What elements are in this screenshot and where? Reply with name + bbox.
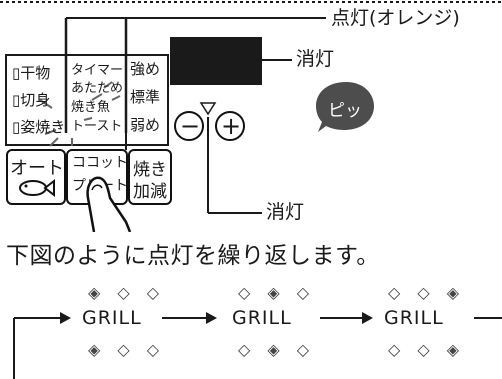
menu-item-dried-fish: ▯干物 (12, 64, 51, 82)
strength-standard: 標準 (130, 88, 161, 106)
cocotte-label-1: ココット (72, 155, 128, 171)
display-window (170, 37, 262, 85)
step1-bottom-lamps: ◈ ◇ ◇ (88, 340, 166, 359)
minus-button[interactable]: − (174, 111, 204, 141)
strength-weak: 弱め (130, 116, 161, 134)
strength-strong: 強め (130, 60, 161, 78)
yaki-label-2: 加減 (133, 182, 167, 202)
caption: 下図のように点灯を繰り返します。 (6, 243, 380, 269)
callout-lit-orange: 点灯(オレンジ) (331, 7, 460, 29)
step3-bottom-lamps: ◇ ◇ ◈ (388, 340, 466, 359)
fish-icon (19, 178, 55, 198)
step3-top-lamps: ◇ ◇ ◈ (388, 283, 466, 302)
step3-grill-label: GRILL (384, 307, 444, 329)
timer-item-grilled-fish: 焼き魚 (71, 100, 111, 115)
timer-item-timer: タイマー (71, 63, 124, 78)
beep-text: ピッ (328, 101, 362, 121)
finger-icon (86, 176, 132, 232)
timer-item-reheat: あたため (71, 81, 124, 96)
menu-item-whole-fish: ▯姿焼き (12, 118, 66, 136)
step2-bottom-lamps: ◇ ◈ ◇ (238, 340, 316, 359)
plus-icon: + (221, 112, 242, 140)
step1-top-lamps: ◈ ◇ ◇ (88, 283, 166, 302)
auto-label: オート (10, 158, 64, 179)
timer-item-toast: トースト (71, 119, 123, 134)
auto-button[interactable]: オート (6, 149, 66, 205)
grill-level-button[interactable]: 焼き 加減 (128, 149, 172, 205)
callout-off-display: 消灯 (296, 48, 335, 70)
callout-off-bottom: 消灯 (266, 201, 305, 223)
beep-bubble (316, 82, 374, 132)
menu-item-fillet: ▯切身 (12, 91, 51, 109)
step1-grill-label: GRILL (82, 307, 142, 329)
step2-grill-label: GRILL (232, 307, 292, 329)
step2-top-lamps: ◇ ◈ ◇ (238, 283, 316, 302)
yaki-label-1: 焼き (133, 160, 167, 180)
plus-button[interactable]: + (215, 111, 245, 141)
minus-icon: − (180, 112, 201, 140)
